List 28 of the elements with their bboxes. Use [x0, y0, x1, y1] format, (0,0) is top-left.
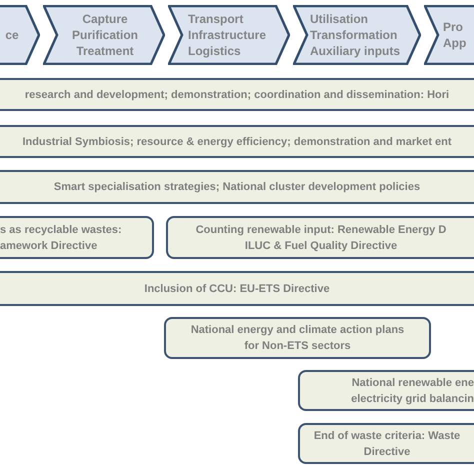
policy-text: Industrial Symbiosis; resource & energy efficiency; demonstration and market ent: [22, 134, 452, 150]
policy-box: [166, 216, 474, 259]
policy-text: National renewable ene electricity grid balancin: [350, 376, 474, 406]
policy-box: [0, 271, 474, 306]
policy-text: research and development; demonstration; coordination and dissemination: Hori: [24, 88, 450, 102]
policy-box: [0, 170, 474, 204]
step-label: Utilisation Transformation Auxiliary inputs: [310, 11, 402, 59]
chevron-step: [43, 5, 165, 65]
step-label: Capture Purification Treatment: [70, 11, 139, 59]
step-label: Transport Infrastructure Logistics: [188, 11, 268, 59]
chevron-step: [168, 5, 290, 65]
chevron-step: [293, 5, 421, 65]
policy-text: Smart specialisation strategies; National cluster development policies: [54, 180, 420, 195]
step-label: Pro App: [443, 19, 468, 51]
policy-box: [0, 78, 474, 111]
step-label: ce: [5, 27, 19, 43]
policy-box: [0, 125, 474, 158]
chevron-step: [0, 5, 40, 65]
policy-text: National energy and climate action plans for Non-ETS sectors: [190, 323, 406, 354]
policy-box: [298, 370, 474, 411]
policy-text: s as recyclable wastes: amework Directive: [0, 222, 123, 254]
policy-text: End of waste criteria: Waste Directive: [312, 428, 462, 460]
chevron-step: [424, 5, 474, 65]
policy-text: Inclusion of CCU: EU-ETS Directive: [144, 282, 330, 296]
policy-text: Counting renewable input: Renewable Energy D ILUC & Fuel Quality Directive: [194, 222, 448, 254]
policy-box: [298, 423, 474, 464]
policy-box: [164, 317, 431, 359]
policy-box: [0, 216, 154, 259]
